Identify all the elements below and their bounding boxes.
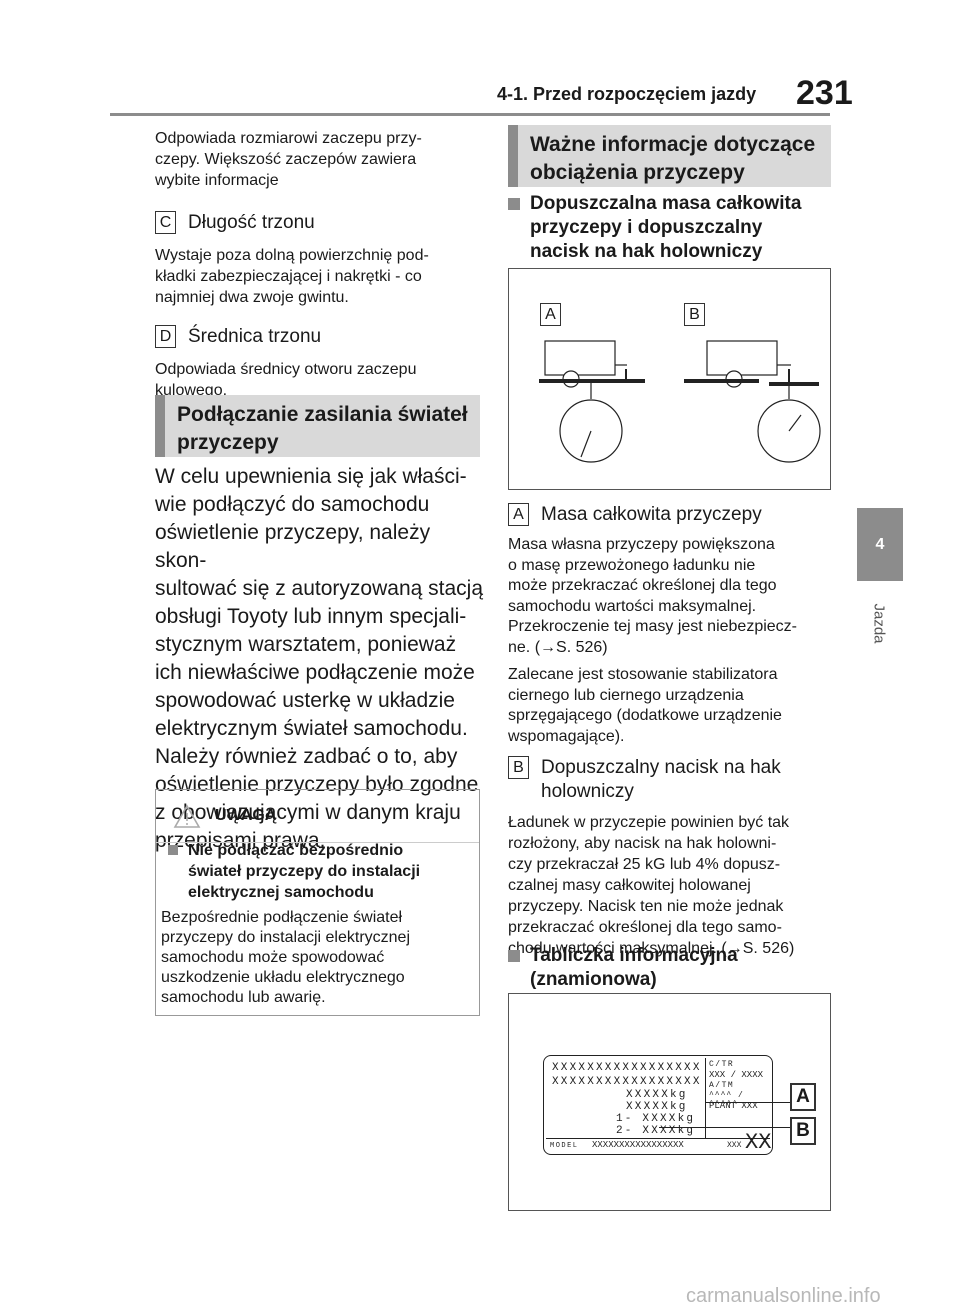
watermark: carmanualsonline.info <box>686 1285 881 1307</box>
section-load: Ważne informacje dotyczące obciążenia pr… <box>508 125 831 187</box>
label-d: D <box>155 325 176 348</box>
plate-divider <box>705 1058 706 1138</box>
a-item: A Masa całkowita przyczepy <box>508 503 838 527</box>
warning-box: UWAGA Nie podłączać bezpośrednio świateł… <box>155 789 480 1016</box>
figure-label-a: A <box>540 303 561 326</box>
plate-dashes: ^^^^ / ^^^^^ <box>709 1091 744 1109</box>
label-b: B <box>508 756 529 779</box>
label-a: A <box>508 503 529 526</box>
d-item: D Średnica trzonu <box>155 325 480 349</box>
warning-heading: Nie podłączać bezpośrednio świateł przyc… <box>188 842 421 901</box>
plate-kg-1: XXXXXkg <box>626 1089 688 1101</box>
warning-text: Bezpośrednie podłączenie świateł przycze… <box>161 909 410 1006</box>
sub-heading-mass-text: Dopuszczalna masa całkowita przyczepy i … <box>530 193 802 262</box>
bullet-square <box>508 198 520 210</box>
a-text-1: Masa własna przyczepy powiększona o masę… <box>508 536 798 656</box>
c-item: C Długość trzonu <box>155 211 480 235</box>
sub-heading-plate: Tabliczka informacyjna (znamionowa) <box>508 944 838 992</box>
leader-line-a <box>705 1102 790 1103</box>
figure-label-b: B <box>684 303 705 326</box>
figure-scales: A B <box>508 268 831 490</box>
left-column: Odpowiada rozmiarowi zaczepu przy- czepy… <box>155 128 480 401</box>
chapter-tab[interactable]: 4 <box>857 508 903 581</box>
warning-header: UWAGA <box>156 790 479 843</box>
section-lights: Podłączanie zasilania świateł przyczepy <box>155 395 480 457</box>
plate-kg-4: 2- XXXXkg <box>616 1125 696 1137</box>
sub-heading-mass: Dopuszczalna masa całkowita przyczepy i … <box>508 192 838 264</box>
c-text: Wystaje poza dolną powierzchnię pod- kła… <box>155 247 429 306</box>
header-title: 4-1. Przed rozpoczęciem jazdy <box>497 84 757 104</box>
b-text: Ładunek w przyczepie powinien być tak ro… <box>508 814 795 957</box>
c-title: Długość trzonu <box>188 212 315 233</box>
plate-label-a: A <box>790 1083 816 1111</box>
figure-plate: XXXXXXXXXXXXXXXXX XXXXXXXXXXXXXXXXX XXXX… <box>508 993 831 1211</box>
warning-icon <box>173 804 201 828</box>
a-title: Masa całkowita przyczepy <box>541 504 762 525</box>
d-text: Odpowiada średnicy otworu zaczepu kulowe… <box>155 361 417 399</box>
plate-model-value: XXXXXXXXXXXXXXXXX <box>592 1140 684 1150</box>
page-number: 231 <box>796 74 853 112</box>
leader-line-b <box>659 1127 790 1128</box>
plate-ctr: C/TR <box>709 1060 735 1069</box>
plate-row-1: XXXXXXXXXXXXXXXXX <box>552 1062 702 1074</box>
lights-body: W celu upewnienia się jak właści- wie po… <box>155 465 483 852</box>
right-column: A Masa całkowita przyczepy Masa własna p… <box>508 503 838 959</box>
chapter-label: Jazda <box>870 603 888 644</box>
intro-text: Odpowiada rozmiarowi zaczepu przy- czepy… <box>155 130 422 189</box>
b-title: Dopuszczalny nacisk na hak holowniczy <box>541 757 781 802</box>
bullet-square <box>168 845 178 855</box>
plate-tail-small: XXX <box>727 1141 742 1150</box>
plate-xxx: XXX / XXXX <box>709 1070 764 1080</box>
plate-base-line <box>546 1138 770 1139</box>
plate-plant: PLANT XXX <box>709 1101 758 1111</box>
plate-kg-3: 1- XXXXkg <box>616 1113 696 1125</box>
sub-heading-plate-text: Tabliczka informacyjna (znamionowa) <box>530 945 738 990</box>
a-text-2: Zalecane jest stosowanie stabilizatora c… <box>508 666 782 745</box>
b-item: B Dopuszczalny nacisk na hak holowniczy <box>508 756 838 804</box>
bullet-square <box>508 950 520 962</box>
plate-kg-2: XXXXXkg <box>626 1101 688 1113</box>
info-plate: XXXXXXXXXXXXXXXXX XXXXXXXXXXXXXXXXX XXXX… <box>543 1055 773 1155</box>
plate-tail-big: XX <box>745 1130 772 1155</box>
warning-title: UWAGA <box>215 807 277 824</box>
plate-model-label: MODEL <box>550 1142 579 1150</box>
label-c: C <box>155 211 176 234</box>
scales-illustration <box>539 340 821 463</box>
plate-label-b: B <box>790 1117 816 1145</box>
warning-heading-row: Nie podłączać bezpośrednio świateł przyc… <box>168 840 468 903</box>
plate-atm: A/TM <box>709 1081 735 1090</box>
header-rule <box>110 113 830 116</box>
d-title: Średnica trzonu <box>188 326 322 347</box>
plate-row-2: XXXXXXXXXXXXXXXXX <box>552 1076 702 1088</box>
